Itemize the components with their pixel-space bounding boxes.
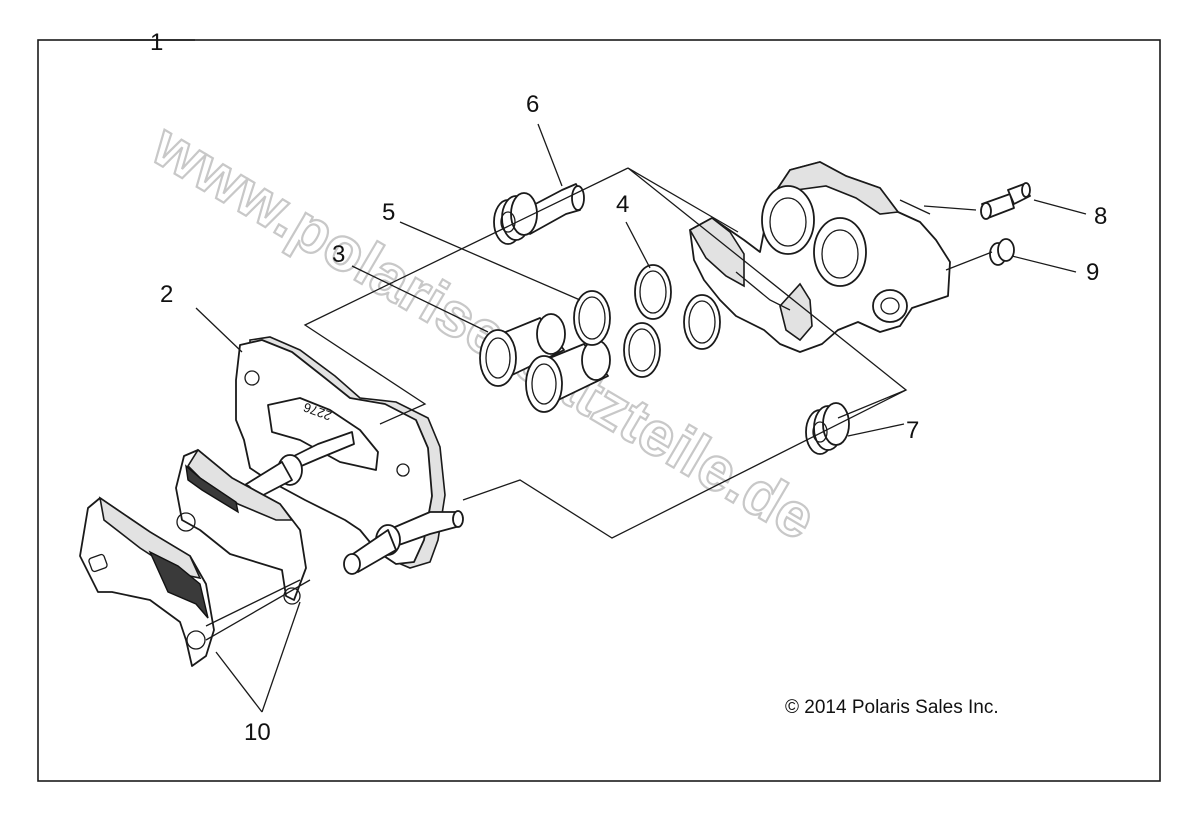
caliper-body [688,161,951,353]
callout-2: 2 [160,281,173,308]
brake-pad-outer [79,496,215,667]
bleeder-cap [989,238,1015,266]
callout-7: 7 [906,417,919,444]
copyright-notice: © 2014 Polaris Sales Inc. [785,697,999,718]
guide-pin-lower [343,510,464,575]
seal-upper [573,290,611,346]
seal-lower-4 [683,294,721,350]
seal-upper-4 [634,264,672,320]
callout-5: 5 [382,199,395,226]
callout-leaders [195,123,1087,713]
seal-lower [623,322,661,378]
assembly-lines [205,167,993,641]
callout-4: 4 [616,191,629,218]
callout-3: 3 [332,241,345,268]
caliper-bracket-part: 2276 [235,336,464,575]
assembly-number: 1 [150,29,163,56]
callout-10: 10 [244,719,271,746]
diagram-frame [37,39,1161,782]
piston-upper [479,313,566,387]
slide-pin-boot-upper [493,183,585,245]
callout-9: 9 [1086,259,1099,286]
callout-8: 8 [1094,203,1107,230]
brake-pad-inner [175,448,307,605]
bleeder-valve [980,182,1031,220]
callout-6: 6 [526,91,539,118]
slide-pin-boot-lower [805,402,850,455]
